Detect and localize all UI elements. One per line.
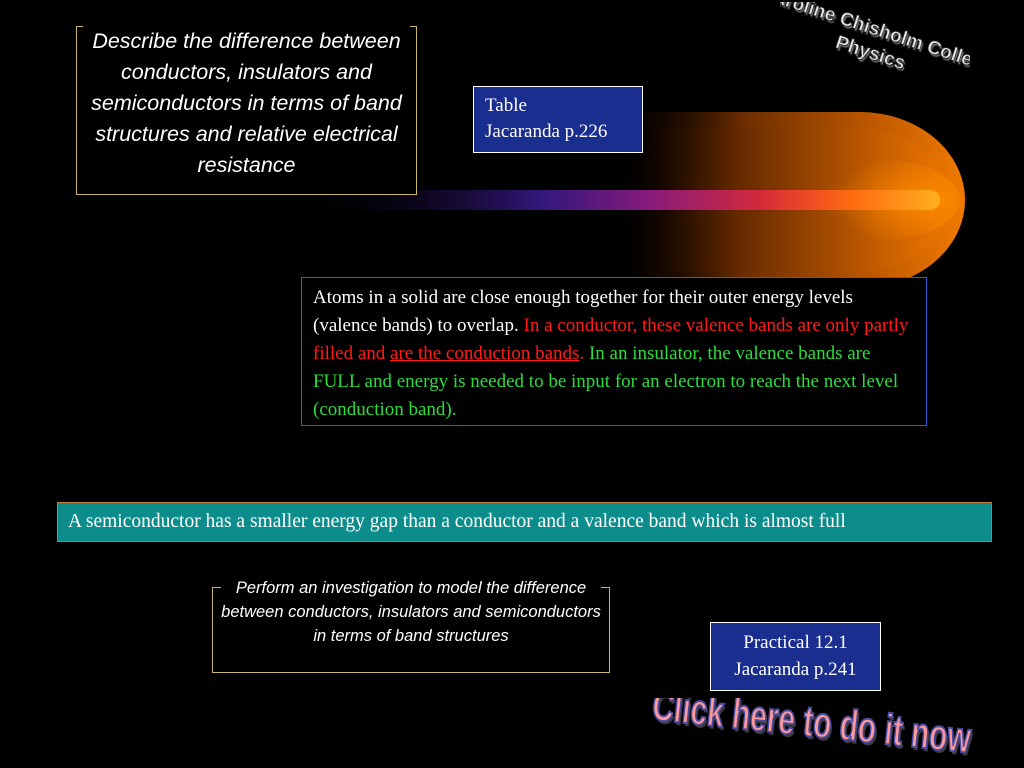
atoms-explanation-box: Atoms in a solid are close enough togeth… — [301, 277, 927, 426]
click-here-text: Click here to do it now — [650, 698, 974, 760]
practical-reference-box: Practical 12.1 Jacaranda p.241 — [710, 622, 881, 691]
atoms-text-part5: In an insulator, the valence bands are F… — [313, 343, 899, 420]
reference1-line1: Table — [485, 95, 527, 116]
investigation-box: Perform an investigation to model the di… — [212, 576, 610, 673]
semiconductor-text: A semiconductor has a smaller energy gap… — [68, 511, 846, 532]
click-here-link[interactable]: Click here to do it now Click here to do… — [636, 698, 986, 760]
atoms-text-part1: Atoms in a solid are close enough togeth… — [313, 287, 853, 336]
investigation-text: Perform an investigation to model the di… — [221, 576, 601, 648]
question-text: Describe the difference between conducto… — [83, 26, 410, 181]
table-reference-box: Table Jacaranda p.226 — [473, 86, 643, 153]
semiconductor-box: A semiconductor has a smaller energy gap… — [57, 502, 992, 542]
comet-beam-graphic — [300, 112, 965, 288]
atoms-text-part3: are the conduction bands — [390, 343, 580, 364]
reference2-line1: Practical 12.1 — [743, 632, 848, 653]
question-box: Describe the difference between conducto… — [76, 26, 417, 195]
atoms-text-part4: . — [579, 343, 585, 364]
atoms-text-part2: In a conductor, these valence bands are … — [313, 315, 909, 364]
college-logo: Caroline Chisholm College Caroline Chish… — [780, 2, 970, 81]
reference1-line2: Jacaranda p.226 — [485, 121, 608, 142]
reference2-line2: Jacaranda p.241 — [734, 659, 857, 680]
